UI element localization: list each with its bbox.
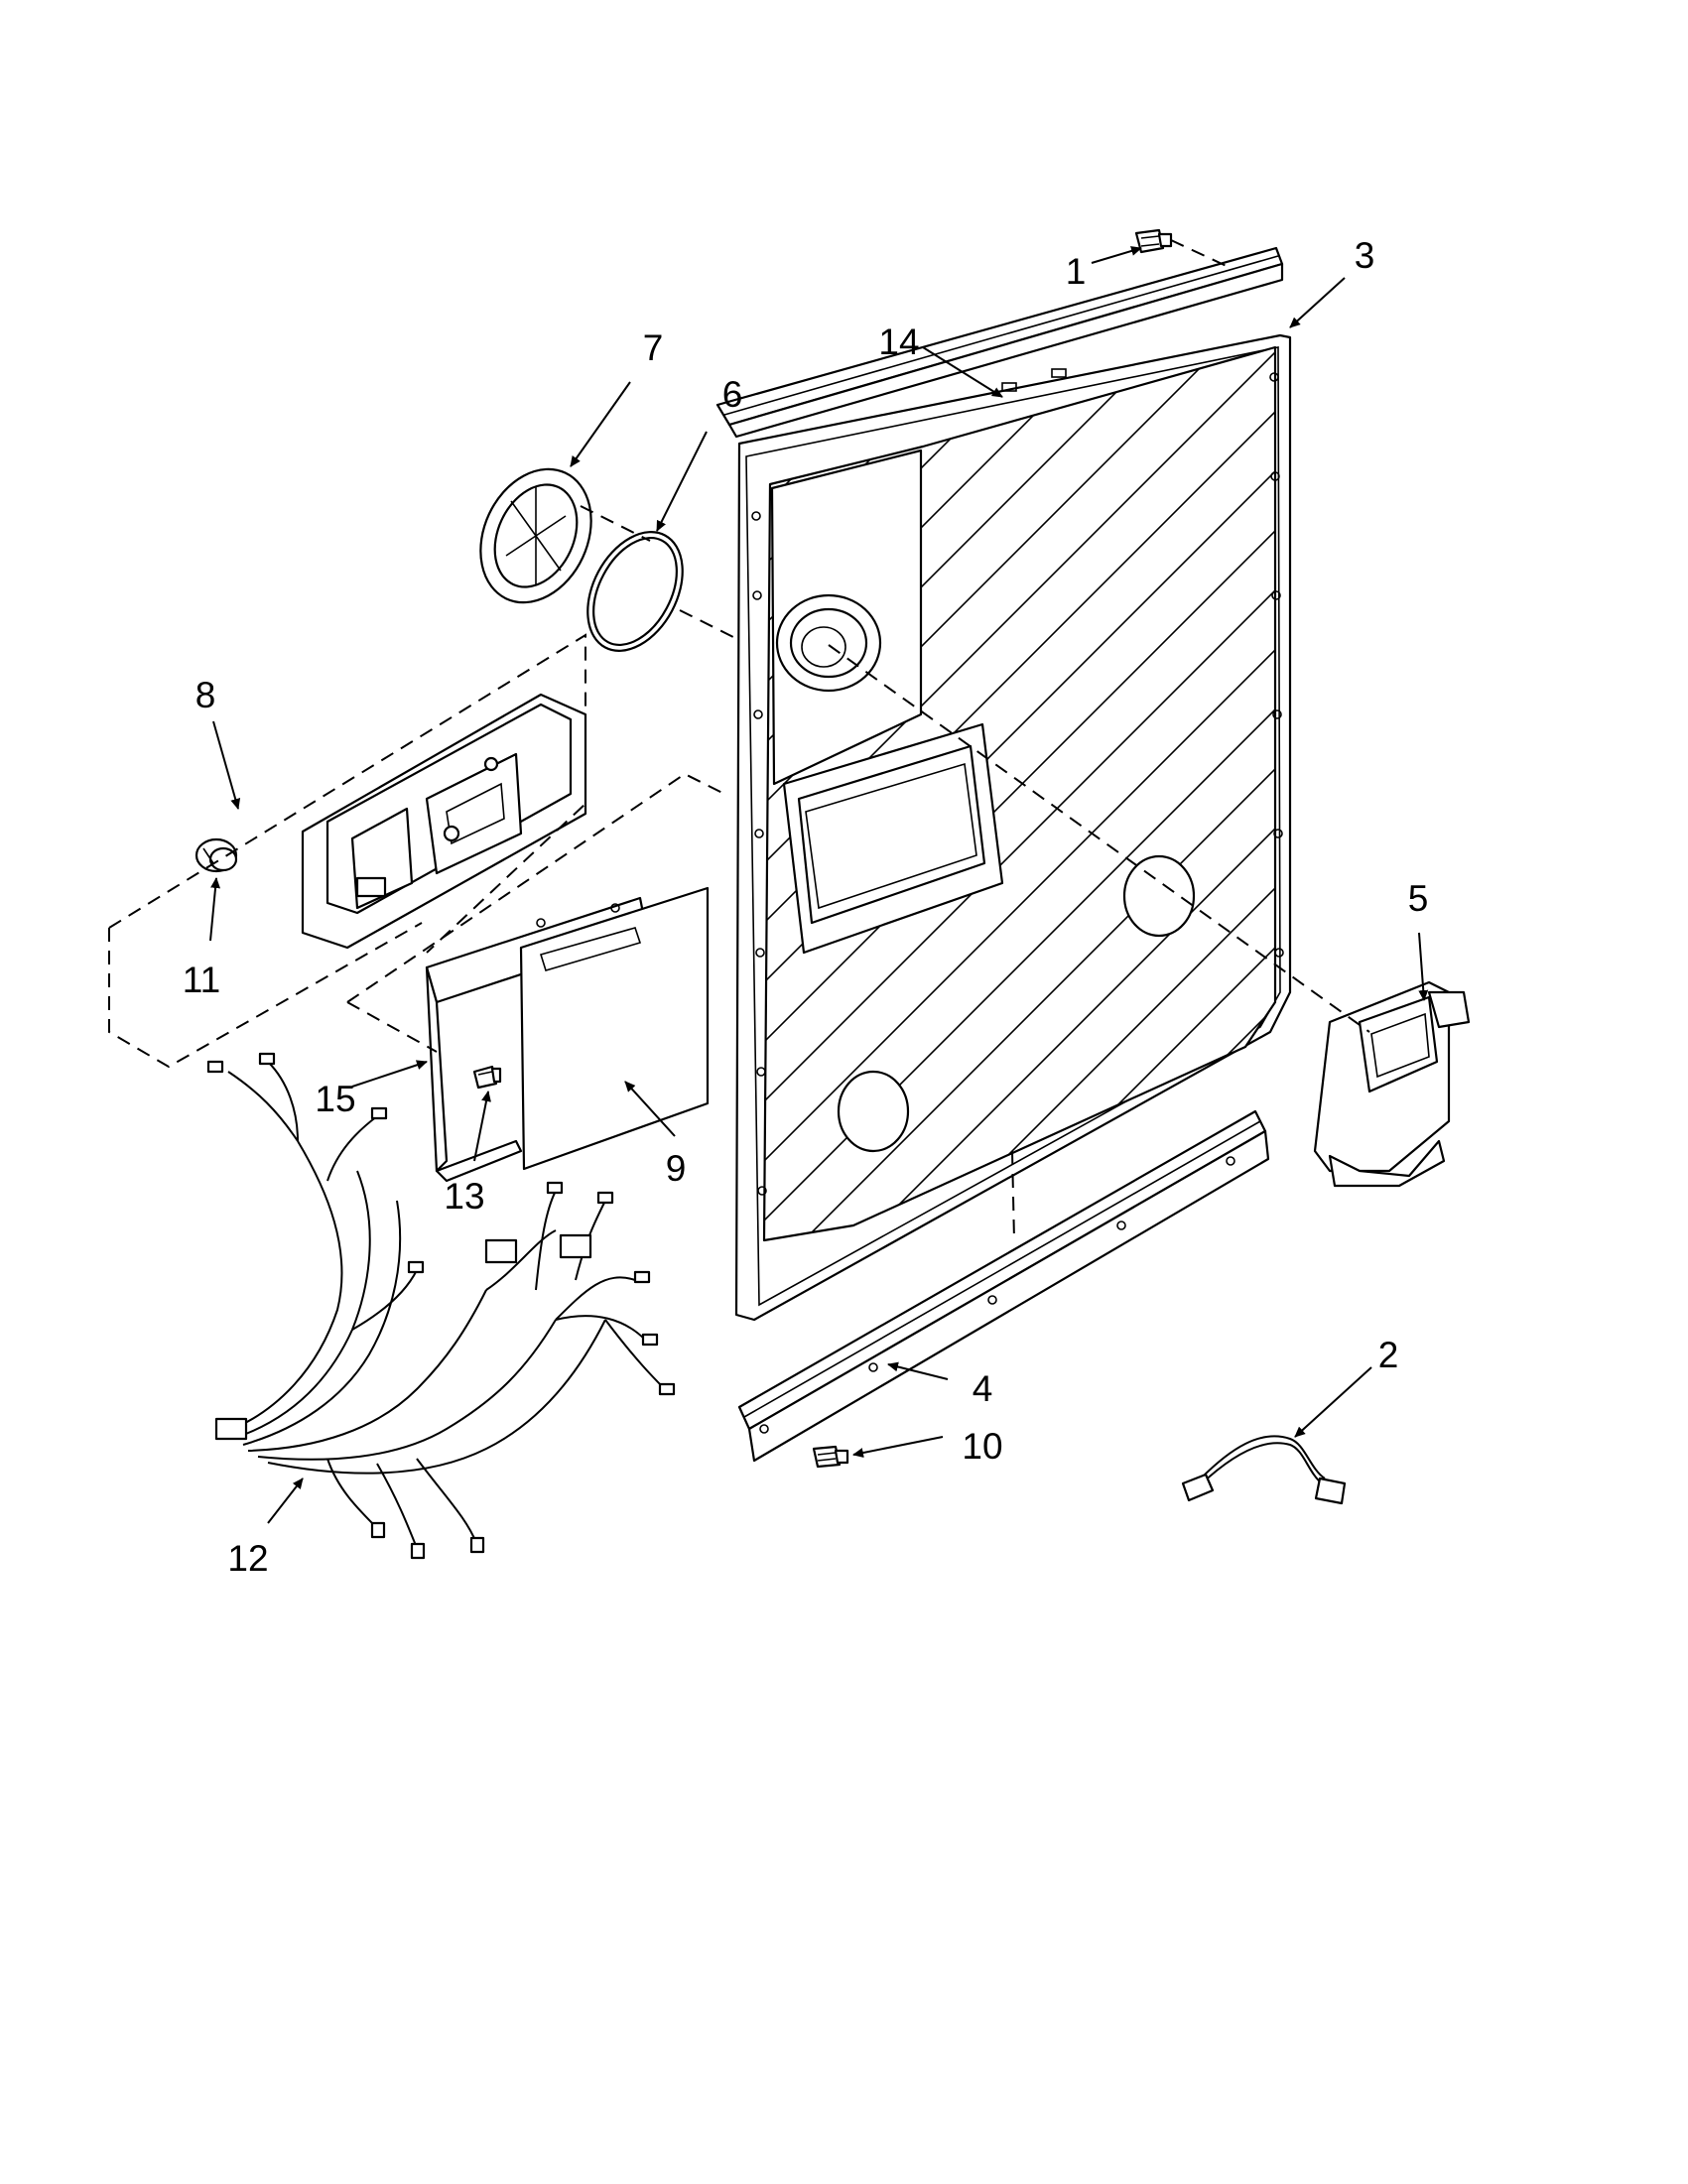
part-9-control-cover[interactable] [519,886,710,1171]
callout-5: 5 [1408,878,1429,919]
leader-lines [209,246,1429,1524]
callout-9: 9 [666,1148,687,1189]
part-2-wire-jumper[interactable] [1181,1435,1347,1505]
callout-11: 11 [183,960,220,1000]
callout-14: 14 [878,321,919,362]
callout-3: 3 [1355,235,1375,276]
assembly-lines [108,239,1370,1241]
part-1-screw[interactable] [1134,228,1173,254]
callout-13: 13 [444,1176,484,1217]
part-5-bracket[interactable] [1313,980,1471,1188]
part-4-bottom-trim[interactable] [737,1109,1270,1463]
part-13-screw[interactable] [472,1065,502,1090]
part-12-wire-harness[interactable] [206,1052,676,1560]
callout-12: 12 [227,1538,268,1579]
callout-8: 8 [195,675,216,715]
callout-7: 7 [643,327,664,368]
part-10-screw[interactable] [812,1445,849,1469]
callout-10: 10 [962,1426,1002,1467]
part-3-inner-door-panel[interactable] [695,0,1389,1647]
callout-4: 4 [973,1368,993,1409]
part-7-vent-cover[interactable] [459,451,611,621]
part-14-top-trim[interactable] [715,246,1284,439]
callout-15: 15 [315,1079,355,1119]
part-8-dispenser[interactable] [301,693,587,950]
part-11-fastener[interactable] [195,837,238,873]
callout-6: 6 [722,374,743,415]
part-6-gasket[interactable] [569,516,702,667]
callout-labels: 1 2 3 4 5 6 7 8 9 10 11 12 13 14 15 [183,235,1429,1579]
callout-1: 1 [1066,251,1087,292]
callout-2: 2 [1378,1335,1399,1375]
